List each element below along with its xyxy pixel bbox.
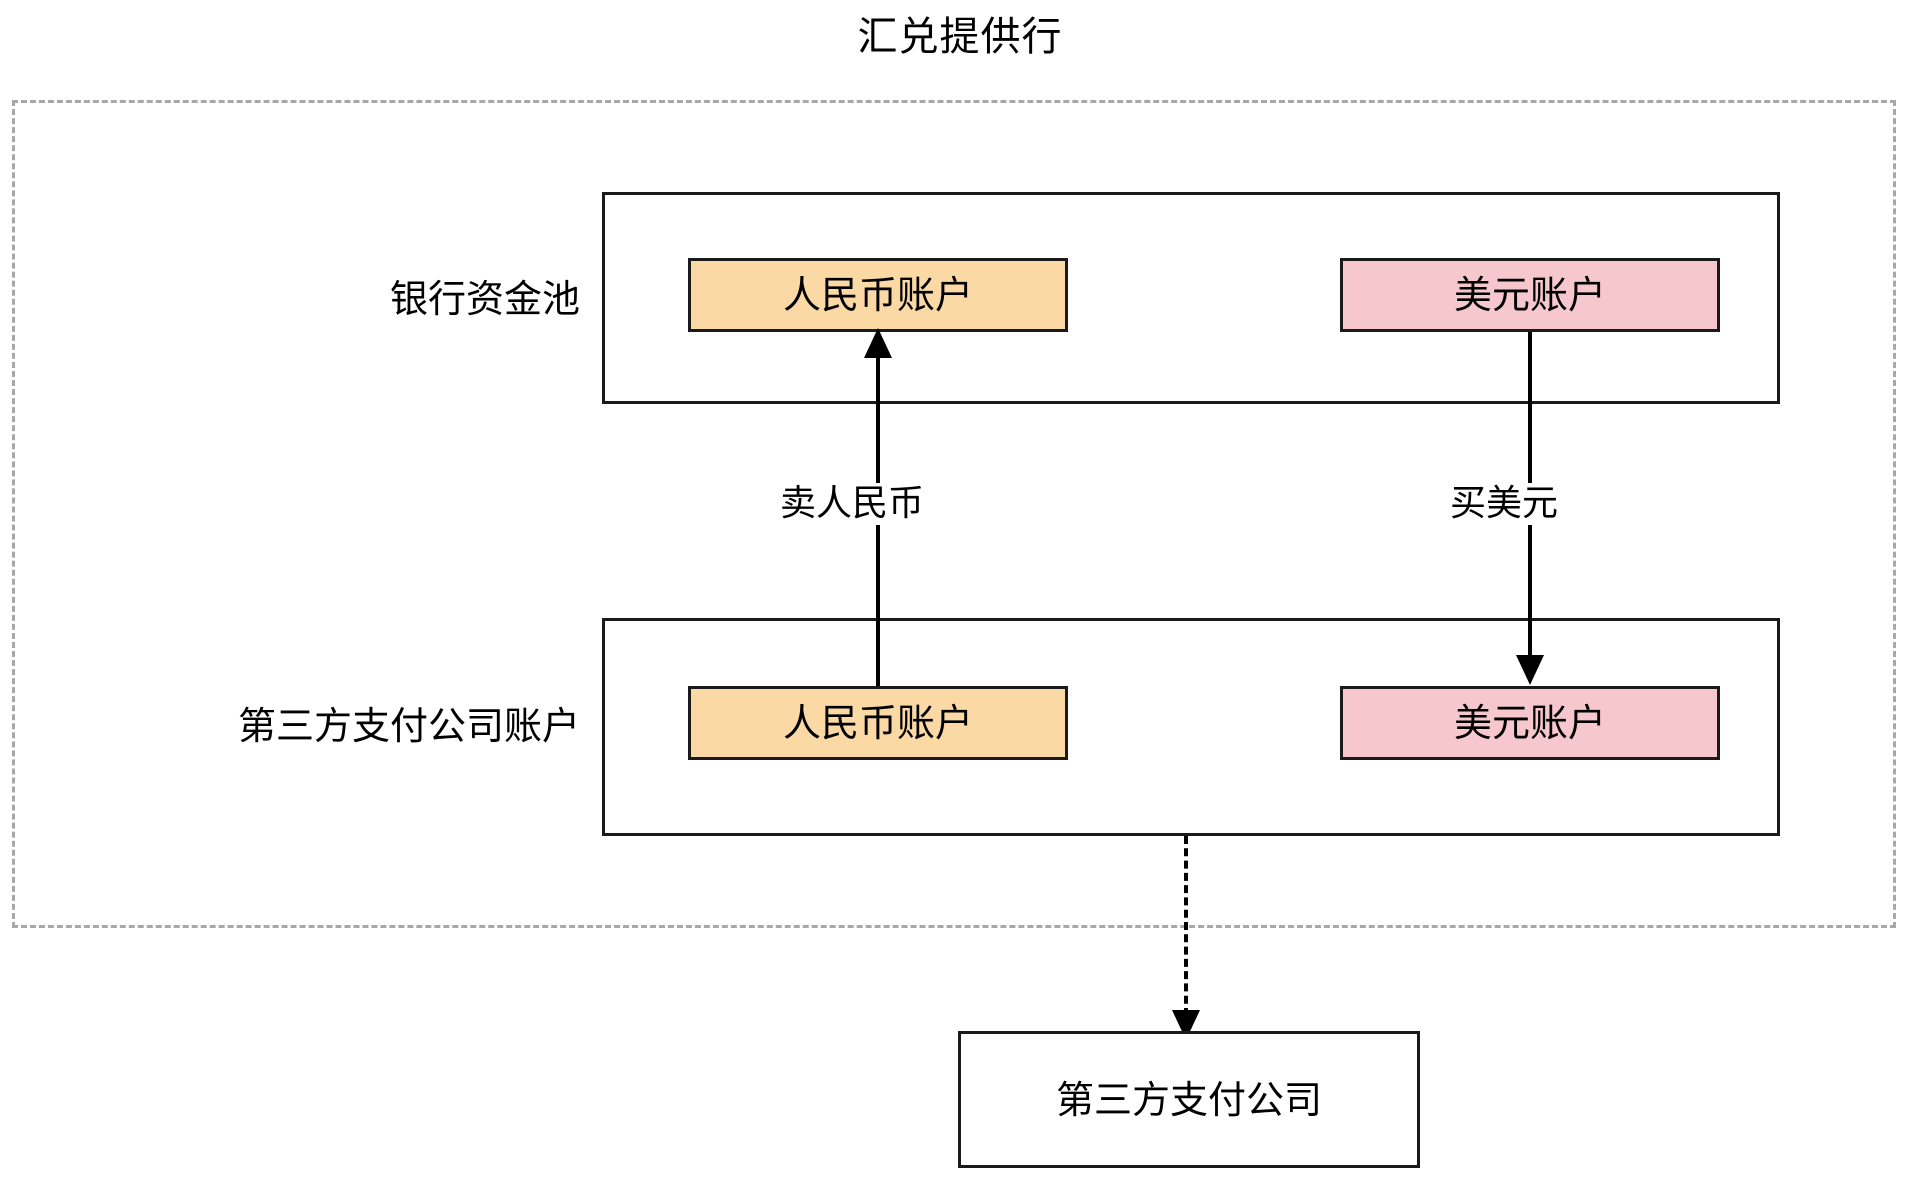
node-tpp-company[interactable]: 第三方支付公司 <box>958 1031 1420 1168</box>
exchange-provider-container <box>12 100 1896 928</box>
account-chip-bank-usd[interactable]: 美元账户 <box>1340 258 1720 332</box>
account-chip-bank-rmb[interactable]: 人民币账户 <box>688 258 1068 332</box>
arrow-up-icon-sell-rmb <box>864 328 892 358</box>
edge-label-sell-rmb: 卖人民币 <box>772 483 933 525</box>
account-chip-tpp-usd[interactable]: 美元账户 <box>1340 686 1720 760</box>
page-title: 汇兑提供行 <box>857 14 1063 60</box>
group-label-tpp-account: 第三方支付公司账户 <box>237 704 580 748</box>
edge-label-buy-usd: 买美元 <box>1442 483 1567 525</box>
group-label-bank-pool: 银行资金池 <box>389 277 580 321</box>
edge-line-tpp-account-to-company <box>1184 836 1188 1016</box>
arrow-down-icon-buy-usd <box>1516 655 1544 685</box>
account-chip-tpp-rmb[interactable]: 人民币账户 <box>688 686 1068 760</box>
